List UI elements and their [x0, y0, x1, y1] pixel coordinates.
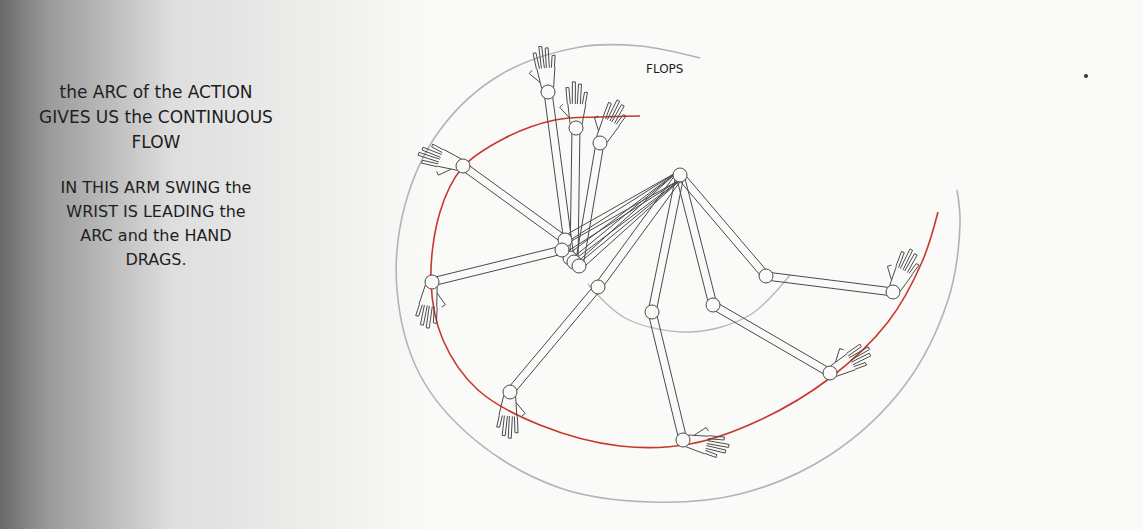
handwritten-note: the ARC of the ACTION GIVES US the CONTI… [36, 80, 276, 155]
elbow-joint [555, 243, 569, 257]
hand-sketch [560, 82, 588, 124]
wrist-joint [503, 385, 517, 399]
forearm [461, 163, 568, 243]
elbow-joint [572, 259, 586, 273]
action-arc [431, 116, 938, 448]
elbow-joint [591, 280, 605, 294]
upper-arm [648, 174, 684, 313]
elbow-joint [706, 298, 720, 312]
wrist-joint [593, 136, 607, 150]
hand-sketch [529, 46, 555, 88]
wrist-joint [456, 159, 470, 173]
forearm [648, 311, 687, 441]
hand-sketch [418, 144, 461, 175]
hand-sketch [497, 396, 526, 439]
forearm [431, 246, 563, 286]
upper-arm [595, 173, 683, 290]
action-note: FLOPS [646, 62, 683, 76]
page-shadow [0, 0, 430, 529]
forearm [575, 142, 604, 266]
elbow-arc [588, 275, 790, 332]
forearm [711, 302, 832, 377]
wrist-joint [886, 285, 900, 299]
guide-circle [396, 44, 960, 502]
hand-sketch [686, 428, 729, 458]
wrist-joint [541, 85, 555, 99]
elbow-joint [759, 269, 773, 283]
pencil-dot [1084, 74, 1088, 78]
wrist-joint [569, 121, 583, 135]
upper-arm [676, 174, 717, 306]
wrist-joint [425, 275, 439, 289]
wrist-joint [676, 433, 690, 447]
forearm [507, 284, 601, 394]
wrist-joint [823, 366, 837, 380]
upper-arm [677, 172, 769, 278]
arm-poses [416, 46, 919, 457]
shoulder-joint [673, 168, 687, 182]
forearm [766, 272, 894, 296]
hand-sketch [416, 285, 446, 328]
handwritten-note: IN THIS ARM SWING the WRIST IS LEADING t… [48, 176, 264, 272]
elbow-joint [645, 305, 659, 319]
